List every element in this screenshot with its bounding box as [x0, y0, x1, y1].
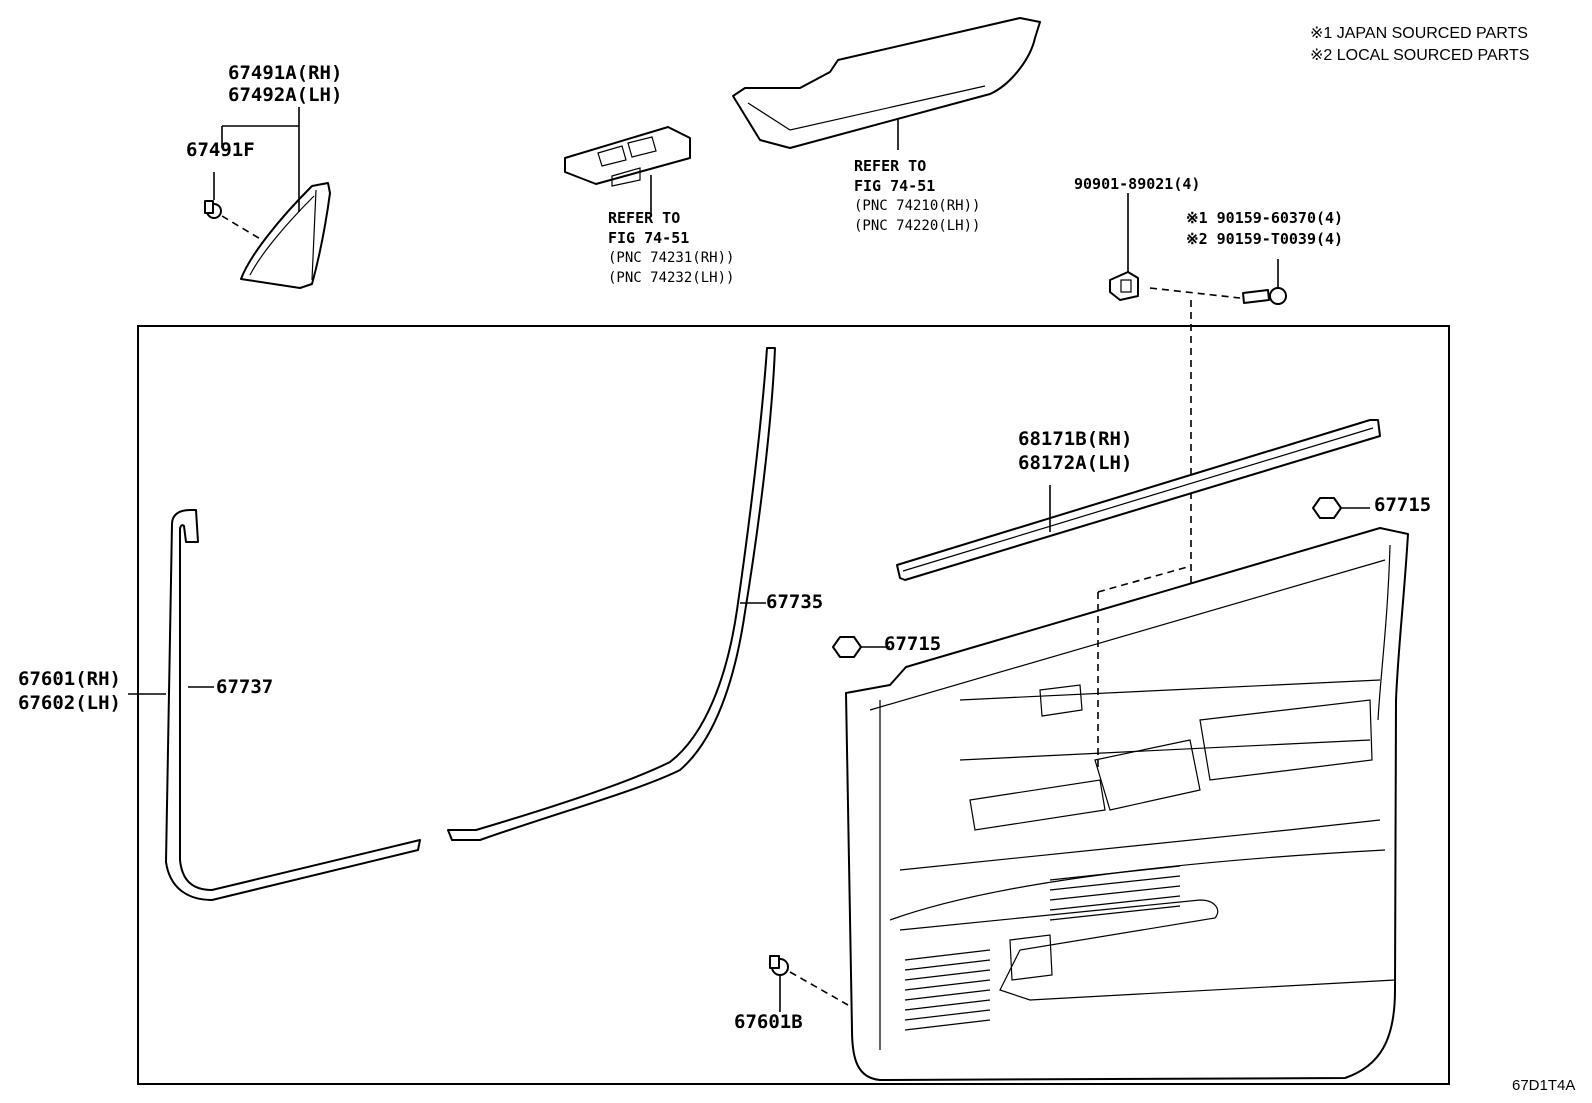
- part-label-67601b[interactable]: 67601B: [734, 1011, 803, 1033]
- hole-plug-icon: [832, 636, 862, 658]
- leader-67491a: [221, 107, 300, 212]
- assembly-frame: [137, 325, 1450, 1085]
- refer-arm-pnc1[interactable]: (PNC 74210(RH)): [854, 198, 981, 214]
- part-label-68171b[interactable]: 68171B(RH): [1018, 428, 1133, 450]
- refer-arm-line1: REFER TO: [854, 157, 927, 175]
- part-label-67715-lower[interactable]: 67715: [884, 633, 942, 655]
- belt-moulding-part: [896, 419, 1381, 581]
- weatherstrip-67735-part: [447, 347, 776, 841]
- clip-icon: [769, 955, 789, 976]
- refer-arm-line2[interactable]: FIG 74-51: [854, 177, 936, 195]
- dash-67491f: [221, 215, 263, 241]
- hole-plug-icon: [1312, 497, 1342, 519]
- dash-bolt: [1149, 287, 1241, 299]
- part-label-67492a[interactable]: 67492A(LH): [228, 84, 343, 106]
- bolt-icon: [1242, 287, 1287, 305]
- dash-67601b: [789, 971, 849, 1006]
- dash-trim: [1097, 565, 1192, 770]
- clip-icon: [1109, 271, 1139, 301]
- part-label-90159-jp[interactable]: ※1 90159-60370(4): [1186, 209, 1344, 227]
- refer-switch-line1: REFER TO: [608, 209, 681, 227]
- part-label-67715-upper[interactable]: 67715: [1374, 494, 1432, 516]
- legend-note-2: ※2 LOCAL SOURCED PARTS: [1310, 47, 1530, 64]
- legend-note-1: ※1 JAPAN SOURCED PARTS: [1310, 25, 1528, 42]
- part-label-67602[interactable]: 67602(LH): [18, 692, 121, 714]
- weatherstrip-67737-part: [165, 509, 421, 901]
- part-label-68172a[interactable]: 68172A(LH): [1018, 452, 1133, 474]
- part-label-67491a[interactable]: 67491A(RH): [228, 62, 343, 84]
- part-label-67737[interactable]: 67737: [216, 676, 274, 698]
- figure-id: 67D1T4A: [1512, 1077, 1576, 1094]
- door-trim-board-part: [845, 527, 1409, 1081]
- part-label-67601[interactable]: 67601(RH): [18, 668, 121, 690]
- part-label-67491f[interactable]: 67491F: [186, 139, 255, 161]
- refer-switch-line2[interactable]: FIG 74-51: [608, 229, 690, 247]
- switch-panel-part: [564, 126, 691, 187]
- part-label-67735[interactable]: 67735: [766, 591, 824, 613]
- clip-icon: [204, 200, 222, 219]
- armrest-part: [732, 17, 1041, 149]
- corner-cover-part: [240, 182, 331, 289]
- part-label-90159-local[interactable]: ※2 90159-T0039(4): [1186, 230, 1344, 248]
- refer-arm-pnc2[interactable]: (PNC 74220(LH)): [854, 218, 981, 234]
- refer-switch-pnc2[interactable]: (PNC 74232(LH)): [608, 270, 735, 286]
- refer-switch-pnc1[interactable]: (PNC 74231(RH)): [608, 250, 735, 266]
- part-label-90901[interactable]: 90901-89021(4): [1074, 175, 1201, 193]
